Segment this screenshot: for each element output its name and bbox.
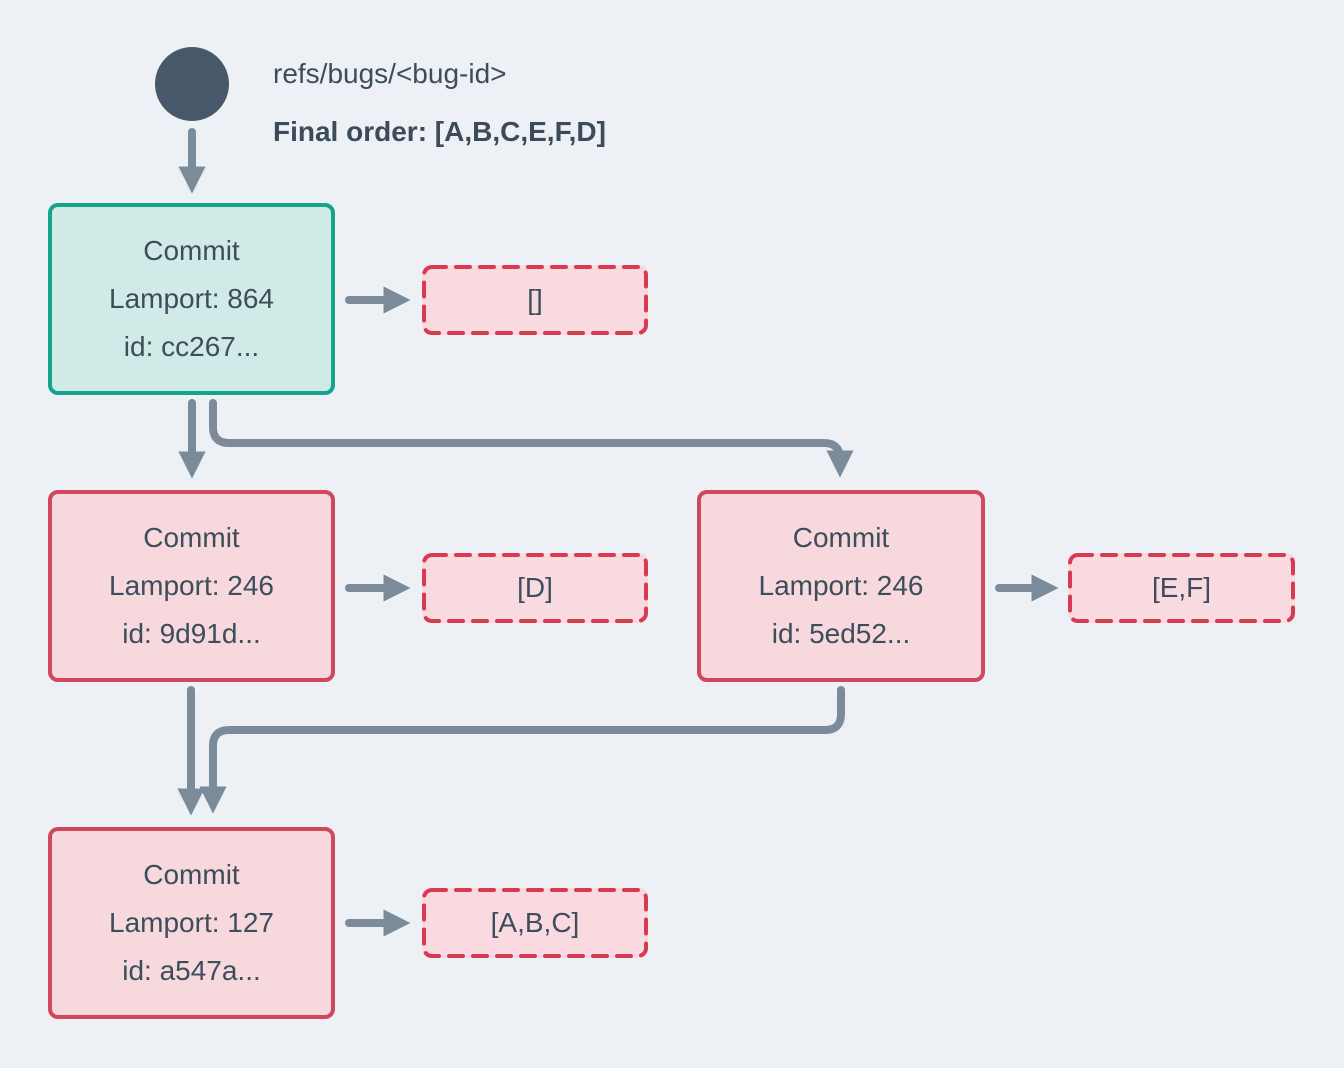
payload-label: [E,F] (1151, 572, 1212, 603)
commit-id: id: 9d91d... (122, 618, 261, 649)
commit-node-a547a: Commit Lamport: 127 id: a547a... (48, 827, 335, 1019)
edge-commit-5ed52-to-commit-a547a (199, 686, 845, 814)
branch-ref-node (155, 47, 229, 121)
payload-box-abc: [A,B,C] (422, 888, 648, 958)
final-order-label: Final order: [A,B,C,E,F,D] (273, 116, 606, 147)
payload-label: [] (527, 284, 543, 315)
payload-label: [A,B,C] (490, 907, 580, 938)
payload-box-d: [D] (422, 553, 648, 623)
commit-node-cc267: Commit Lamport: 864 id: cc267... (48, 203, 335, 395)
payload-box-empty: [] (422, 265, 648, 335)
commit-lamport: Lamport: 246 (758, 570, 924, 601)
branch-ref-label: refs/bugs/<bug-id> (273, 58, 507, 89)
payload-box-ef: [E,F] (1068, 553, 1295, 623)
commit-lamport: Lamport: 864 (109, 283, 274, 314)
commit-lamport: Lamport: 246 (109, 570, 274, 601)
commit-node-5ed52: Commit Lamport: 246 id: 5ed52... (697, 490, 985, 682)
commit-id: id: a547a... (122, 955, 261, 986)
commit-title: Commit (792, 522, 890, 553)
commit-id: id: cc267... (123, 331, 260, 362)
commit-title: Commit (143, 859, 240, 890)
commit-title: Commit (143, 235, 240, 266)
commit-node-9d91d: Commit Lamport: 246 id: 9d91d... (48, 490, 335, 682)
edge-commit-864-to-commit-5ed52 (209, 399, 854, 478)
commit-id: id: 5ed52... (771, 618, 911, 649)
commit-lamport: Lamport: 127 (109, 907, 274, 938)
commit-title: Commit (143, 522, 240, 553)
payload-label: [D] (517, 572, 553, 603)
